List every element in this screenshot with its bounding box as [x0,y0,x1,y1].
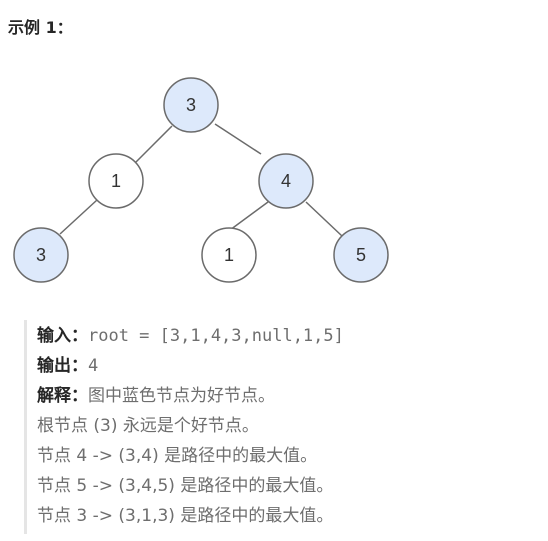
node-circle [201,227,257,283]
node-circle [13,227,69,283]
node-label: 4 [281,171,291,191]
tree-node-right-left: 1 [201,227,257,283]
output-label: 输出： [37,356,88,376]
explanation-detail-line: 节点 3 -> (3,1,3) 是路径中的最大值。 [37,506,334,526]
input-label: 输入： [37,326,88,346]
explanation-line: 解释：图中蓝色节点为好节点。 [37,384,275,408]
explanation-text: 图中蓝色节点为好节点。 [88,386,275,406]
tree-edge [229,201,269,231]
explanation-detail-line: 节点 5 -> (3,4,5) 是路径中的最大值。 [37,476,334,496]
example-block: 输入：root = [3,1,4,3,null,1,5] 输出：4 解释：图中蓝… [24,320,527,534]
node-circle [258,153,314,209]
node-label: 3 [36,245,46,265]
tree-node-root: 3 [163,77,219,133]
binary-tree-diagram: 3 1 4 3 1 5 [13,77,389,283]
input-value: root = [3,1,4,3,null,1,5] [88,326,344,346]
tree-edge [305,201,343,237]
node-circle [333,227,389,283]
tree-node-left-left: 3 [13,227,69,283]
tree-node-right: 4 [258,153,314,209]
tree-edge [214,123,262,155]
node-label: 1 [111,171,121,191]
node-circle [163,77,219,133]
node-label: 5 [356,245,366,265]
node-label: 1 [224,245,234,265]
tree-node-right-right: 5 [333,227,389,283]
explanation-label: 解释： [37,386,88,406]
output-value: 4 [88,356,99,376]
explanation-detail-line: 节点 4 -> (3,4) 是路径中的最大值。 [37,446,318,466]
example-heading: 示例 1： [8,18,73,37]
output-line: 输出：4 [37,354,98,378]
input-line: 输入：root = [3,1,4,3,null,1,5] [37,324,344,348]
tree-edge [135,125,173,163]
explanation-detail-line: 根节点 (3) 永远是个好节点。 [37,416,259,436]
node-label: 3 [186,95,196,115]
tree-node-left: 1 [88,153,144,209]
node-circle [88,153,144,209]
tree-edge [59,199,98,235]
